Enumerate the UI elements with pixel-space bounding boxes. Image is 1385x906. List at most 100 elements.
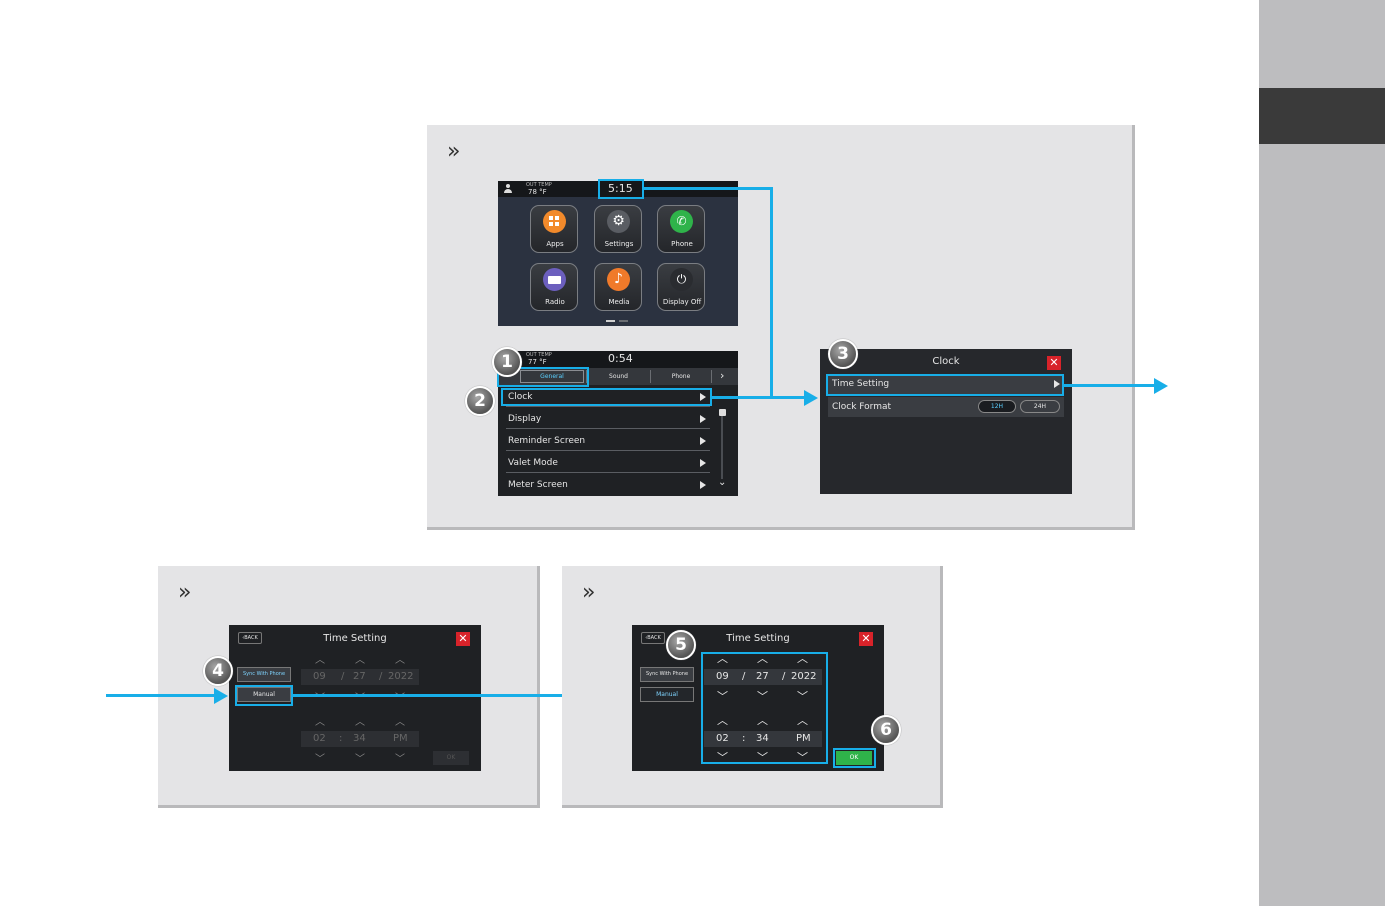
ampm-down-arrow-icon[interactable]: ﹀ (797, 751, 808, 764)
chevron-right-icon[interactable]: › (720, 369, 725, 382)
chevron-down-icon[interactable]: ⌄ (718, 477, 727, 488)
step-badge-5: 5 (666, 630, 696, 660)
menu-item-reminder-screen[interactable]: Reminder Screen (506, 431, 710, 451)
ok-button[interactable]: OK (836, 751, 872, 765)
close-icon[interactable]: ✕ (456, 632, 470, 646)
chevron-icon: » (447, 139, 461, 164)
step-badge-4: 4 (203, 656, 233, 686)
menu-item-meter-screen[interactable]: Meter Screen (506, 475, 710, 495)
screen-title: Time Setting (323, 633, 387, 644)
connector-line (293, 694, 601, 697)
hour-down-arrow-icon[interactable]: ﹀ (717, 751, 728, 764)
home-clock[interactable]: 5:15 (608, 182, 633, 195)
menu-item-valet-mode[interactable]: Valet Mode (506, 453, 710, 473)
time-hour: 02 (313, 733, 326, 744)
minute-up-arrow-icon[interactable]: ︿ (757, 714, 768, 727)
tab-sound[interactable]: Sound (586, 370, 650, 383)
app-tile-media[interactable]: ♪ Media (594, 263, 642, 311)
clock-screen: Clock ✕ Time Setting Clock Format 12H 24… (820, 349, 1072, 494)
close-icon[interactable]: ✕ (859, 632, 873, 646)
day-up-arrow-icon[interactable]: ︿ (757, 652, 768, 665)
power-icon: ⏻ (670, 268, 693, 291)
back-label: BACK (647, 635, 661, 641)
connector-line (770, 187, 773, 398)
step-badge-2: 2 (465, 386, 495, 416)
clock-format-row: Clock Format 12H 24H (828, 397, 1064, 417)
out-temp-label: OUT TEMP (526, 352, 552, 358)
app-label: Apps (546, 240, 564, 248)
tab-bar (498, 368, 738, 385)
ok-button-disabled[interactable]: OK (433, 751, 469, 765)
triangle-right-icon (700, 459, 706, 467)
out-temp-value: 77 °F (528, 358, 547, 366)
app-label: Settings (604, 240, 634, 248)
section-tab (1259, 88, 1385, 144)
menu-label: Meter Screen (508, 480, 568, 490)
menu-item-display[interactable]: Display (506, 409, 710, 429)
menu-item-clock[interactable]: Clock (506, 387, 710, 407)
down-arrow-icon: ﹀ (395, 754, 405, 765)
month-up-arrow-icon[interactable]: ︿ (717, 652, 728, 665)
app-tile-radio[interactable]: Radio (530, 263, 578, 311)
up-arrow-icon: ︿ (395, 655, 405, 666)
menu-label: Reminder Screen (508, 436, 586, 446)
up-arrow-icon: ︿ (315, 717, 325, 728)
date-day: 27 (353, 671, 366, 682)
time-minute: 34 (756, 733, 769, 744)
format-24h-toggle[interactable]: 24H (1020, 400, 1060, 413)
date-month: 09 (313, 671, 326, 682)
settings-clock: 0:54 (608, 352, 633, 365)
date-sep: / (341, 671, 345, 682)
general-tab-highlight (497, 367, 589, 387)
back-button[interactable]: ‹BACK (238, 632, 262, 644)
app-tile-phone[interactable]: ✆ Phone (657, 205, 705, 253)
tab-general[interactable]: General (520, 370, 584, 383)
time-sep: : (339, 733, 343, 744)
time-hour: 02 (716, 733, 729, 744)
close-icon[interactable]: ✕ (1047, 356, 1061, 370)
sync-with-phone-button[interactable]: Sync With Phone (640, 667, 694, 682)
row-label: Clock Format (832, 402, 892, 412)
back-label: BACK (244, 635, 258, 641)
year-up-arrow-icon[interactable]: ︿ (797, 652, 808, 665)
scrollbar-thumb[interactable] (719, 409, 726, 416)
home-screen: OUT TEMP 78 °F 5:15 Apps ⚙ Settings ✆ Ph… (498, 181, 738, 326)
down-arrow-icon: ﹀ (315, 693, 325, 704)
format-12h-toggle[interactable]: 12H (978, 400, 1016, 413)
app-label: Media (608, 298, 630, 306)
row-label: Time Setting (832, 379, 890, 389)
app-tile-display-off[interactable]: ⏻ Display Off (657, 263, 705, 311)
time-field (301, 731, 419, 747)
app-tile-settings[interactable]: ⚙ Settings (594, 205, 642, 253)
sync-with-phone-button[interactable]: Sync With Phone (237, 667, 291, 682)
manual-button[interactable]: Manual (237, 687, 291, 702)
step-badge-1: 1 (492, 347, 522, 377)
manual-button[interactable]: Manual (640, 687, 694, 702)
hour-up-arrow-icon[interactable]: ︿ (717, 714, 728, 727)
app-label: Phone (671, 240, 693, 248)
back-button[interactable]: ‹BACK (641, 632, 665, 644)
chevron-left-icon: ‹ (242, 635, 245, 641)
date-field (704, 669, 822, 685)
day-down-arrow-icon[interactable]: ﹀ (757, 690, 768, 703)
month-down-arrow-icon[interactable]: ﹀ (717, 690, 728, 703)
down-arrow-icon: ﹀ (395, 693, 405, 704)
app-label: Display Off (662, 298, 702, 306)
time-sep: : (742, 733, 746, 744)
menu-label: Clock (508, 392, 533, 402)
arrow-right-icon (804, 390, 818, 406)
date-sep: / (379, 671, 383, 682)
date-year: 2022 (791, 671, 817, 682)
ampm-up-arrow-icon[interactable]: ︿ (797, 714, 808, 727)
menu-label: Valet Mode (508, 458, 558, 468)
year-down-arrow-icon[interactable]: ﹀ (797, 690, 808, 703)
up-arrow-icon: ︿ (395, 717, 405, 728)
up-arrow-icon: ︿ (315, 655, 325, 666)
scrollbar-track[interactable] (721, 409, 723, 479)
arrow-right-icon (214, 688, 228, 704)
app-tile-apps[interactable]: Apps (530, 205, 578, 253)
minute-down-arrow-icon[interactable]: ﹀ (757, 751, 768, 764)
time-setting-highlight (826, 374, 1064, 396)
tab-phone[interactable]: Phone (650, 370, 712, 383)
triangle-right-icon (700, 437, 706, 445)
